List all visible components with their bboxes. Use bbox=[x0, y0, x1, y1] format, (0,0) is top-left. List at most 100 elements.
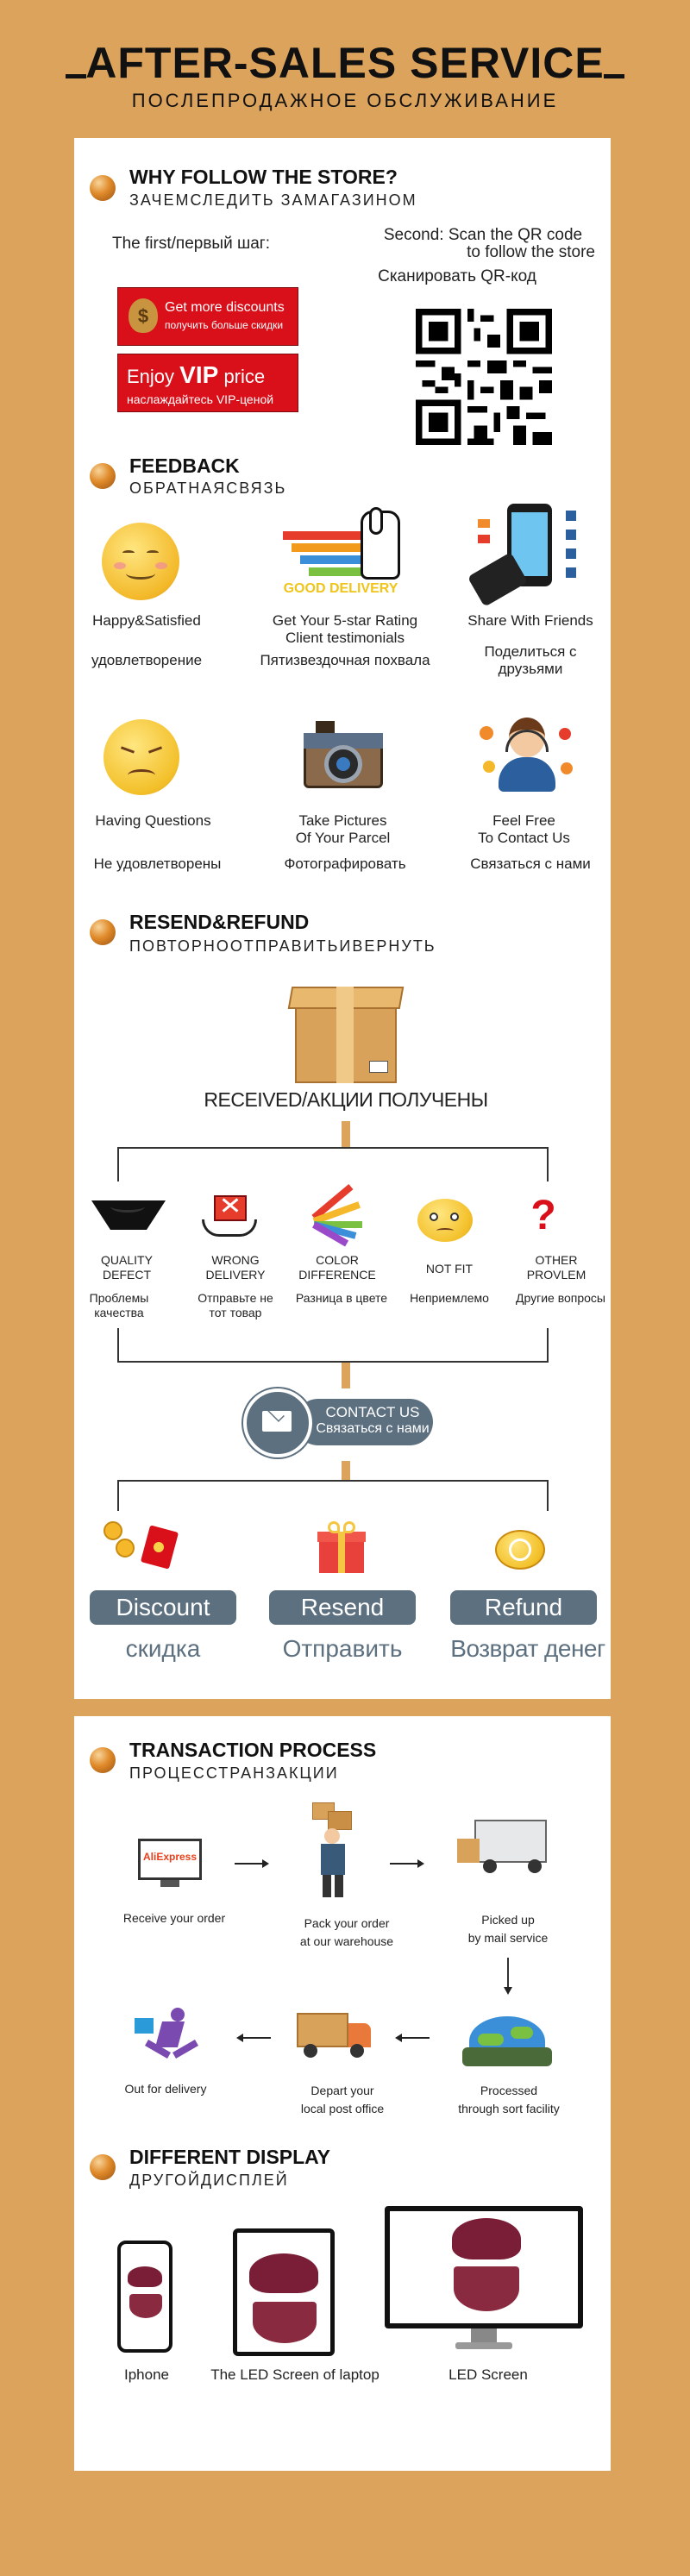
color-swatch-icon bbox=[310, 1183, 366, 1247]
problem-en-1: QUALITY DEFECT bbox=[101, 1253, 153, 1282]
flow-line bbox=[547, 1147, 549, 1181]
team-globe-icon bbox=[462, 2004, 552, 2070]
resend-ru-label: Отправить bbox=[282, 1635, 403, 1662]
camera-icon bbox=[298, 716, 388, 793]
aliexpress-logo: AliExpress bbox=[143, 1851, 198, 1863]
wrong-delivery-icon bbox=[202, 1192, 257, 1240]
iphone-display bbox=[117, 2241, 172, 2353]
delivery-truck-icon bbox=[297, 2009, 374, 2063]
section-title-feedback: FEEDBACK bbox=[129, 454, 240, 477]
contact-us-button[interactable]: CONTACT US Связаться с нами bbox=[243, 1388, 435, 1461]
device-label-iphone: Iphone bbox=[124, 2366, 169, 2383]
support-agent-icon bbox=[480, 709, 574, 795]
feedback-en-6: Feel Free To Contact Us bbox=[478, 812, 570, 846]
pack-order-icon bbox=[305, 1802, 366, 1899]
problem-ru-2: Отправьте не тот товар bbox=[198, 1291, 273, 1319]
problem-ru-1: Проблемы качества bbox=[89, 1291, 149, 1319]
first-step-label: The first/первый шаг: bbox=[112, 235, 270, 253]
refund-button[interactable]: Refund bbox=[450, 1590, 597, 1625]
section-title-resend: RESEND&REFUND bbox=[129, 911, 310, 933]
envelope-icon bbox=[262, 1405, 292, 1432]
problem-en-3: COLOR DIFFERENCE bbox=[298, 1253, 376, 1282]
section-subtitle-transaction: ПРОЦЕССТРАНЗАКЦИИ bbox=[129, 1764, 339, 1782]
flow-line bbox=[117, 1361, 549, 1363]
transaction-step-5: Depart your local post office bbox=[300, 2084, 385, 2115]
flow-line bbox=[547, 1328, 549, 1363]
resend-button[interactable]: Resend bbox=[269, 1590, 416, 1625]
flow-line bbox=[117, 1328, 119, 1363]
section-subtitle-display: ДРУГОЙДИСПЛЕЙ bbox=[129, 2172, 289, 2189]
contact-us-en: CONTACT US bbox=[325, 1404, 420, 1420]
header-dash-right bbox=[604, 74, 624, 78]
coins-envelope-icon bbox=[104, 1516, 181, 1571]
flow-line bbox=[547, 1480, 549, 1511]
down-arrow-head bbox=[504, 1987, 512, 1995]
feedback-ru-1: удовлетворение bbox=[91, 652, 203, 668]
feedback-en-4: Having Questions bbox=[95, 812, 211, 829]
bullet-icon bbox=[90, 2154, 116, 2180]
transaction-step-6: Out for delivery bbox=[124, 2082, 207, 2096]
vip-price-button[interactable]: Enjoy VIP price наслаждайтесь VIP-ценой bbox=[117, 354, 298, 412]
flow-line bbox=[117, 1147, 549, 1149]
feedback-ru-3: Поделиться с друзьями bbox=[484, 643, 577, 677]
second-step-line2: to follow the store bbox=[467, 243, 595, 261]
feedback-ru-4: Не удовлетворены bbox=[93, 856, 222, 872]
flow-line bbox=[117, 1480, 549, 1482]
transaction-step-1: Receive your order bbox=[122, 1911, 226, 1925]
transaction-step-3: Picked up by mail service bbox=[467, 1913, 549, 1945]
bullet-icon bbox=[90, 463, 116, 489]
section-title-transaction: TRANSACTION PROCESS bbox=[129, 1739, 377, 1761]
section-subtitle-resend: ПОВТОРНООТПРАВИТЬИВЕРНУТЬ bbox=[129, 937, 436, 955]
problem-ru-5: Другие вопросы bbox=[516, 1291, 605, 1305]
gift-box-icon bbox=[317, 1521, 366, 1575]
step-arrow bbox=[236, 2034, 271, 2042]
flow-line bbox=[117, 1480, 119, 1511]
refund-ru-label: Возврат денег bbox=[450, 1635, 605, 1662]
runner-icon bbox=[135, 2006, 204, 2071]
question-mark-icon: ? bbox=[530, 1193, 556, 1238]
contact-us-ru: Связаться с нами bbox=[316, 1421, 430, 1436]
step-arrow bbox=[235, 1859, 269, 1868]
bullet-icon bbox=[90, 1747, 116, 1773]
feedback-en-3: Share With Friends bbox=[467, 612, 593, 629]
section-title-follow: WHY FOLLOW THE STORE? bbox=[129, 166, 398, 188]
problem-en-5: OTHER PROVLEM bbox=[526, 1253, 586, 1282]
bullet-icon bbox=[90, 175, 116, 201]
smiley-icon bbox=[102, 523, 179, 600]
refund-coin-icon bbox=[495, 1530, 545, 1570]
money-bag-icon: $ bbox=[129, 298, 158, 333]
get-discounts-button[interactable]: $ Get more discounts получить больше ски… bbox=[117, 287, 298, 346]
feedback-ru-6: Связаться с нами bbox=[470, 856, 591, 872]
vip-word: VIP bbox=[179, 361, 219, 388]
problem-ru-4: Неприемлемо bbox=[410, 1291, 489, 1305]
thumbs-up-icon: GOOD DELIVERY bbox=[276, 507, 405, 602]
led-screen-display bbox=[385, 2206, 583, 2353]
section-title-display: DIFFERENT DISPLAY bbox=[129, 2146, 331, 2168]
qr-code-icon bbox=[416, 309, 552, 445]
problem-en-2: WRONG DELIVERY bbox=[205, 1253, 266, 1282]
vip-enjoy: Enjoy bbox=[127, 366, 175, 387]
received-label: RECEIVED/АКЦИИ ПОЛУЧЕНЫ bbox=[204, 1088, 488, 1111]
page-title: AFTER-SALES SERVICE bbox=[85, 39, 605, 87]
flow-line bbox=[342, 1363, 350, 1388]
package-box-icon bbox=[287, 983, 405, 1087]
step-arrow bbox=[395, 2034, 430, 2042]
aliexpress-monitor-icon: AliExpress bbox=[138, 1839, 202, 1890]
discount-line2: получить больше скидки bbox=[165, 319, 284, 331]
mail-truck-icon bbox=[457, 1814, 552, 1887]
underwear-icon bbox=[83, 1194, 172, 1237]
discount-line1: Get more discounts bbox=[165, 300, 285, 315]
vip-price: price bbox=[223, 366, 266, 387]
device-label-laptop: The LED Screen of laptop bbox=[210, 2366, 380, 2383]
flow-line bbox=[342, 1121, 350, 1147]
flow-line bbox=[342, 1461, 350, 1482]
bullet-icon bbox=[90, 919, 116, 945]
feedback-ru-2: Пятизвездочная похвала bbox=[260, 652, 430, 668]
discount-button[interactable]: Discount bbox=[90, 1590, 236, 1625]
feedback-en-2: Get Your 5-star Rating Client testimonia… bbox=[272, 612, 418, 646]
good-delivery-label: GOOD DELIVERY bbox=[283, 581, 398, 596]
feedback-ru-5: Фотографировать bbox=[284, 856, 406, 872]
device-label-led: LED Screen bbox=[448, 2366, 528, 2383]
transaction-step-2: Pack your order at our warehouse bbox=[299, 1916, 394, 1948]
problem-ru-3: Разница в цвете bbox=[295, 1291, 388, 1305]
